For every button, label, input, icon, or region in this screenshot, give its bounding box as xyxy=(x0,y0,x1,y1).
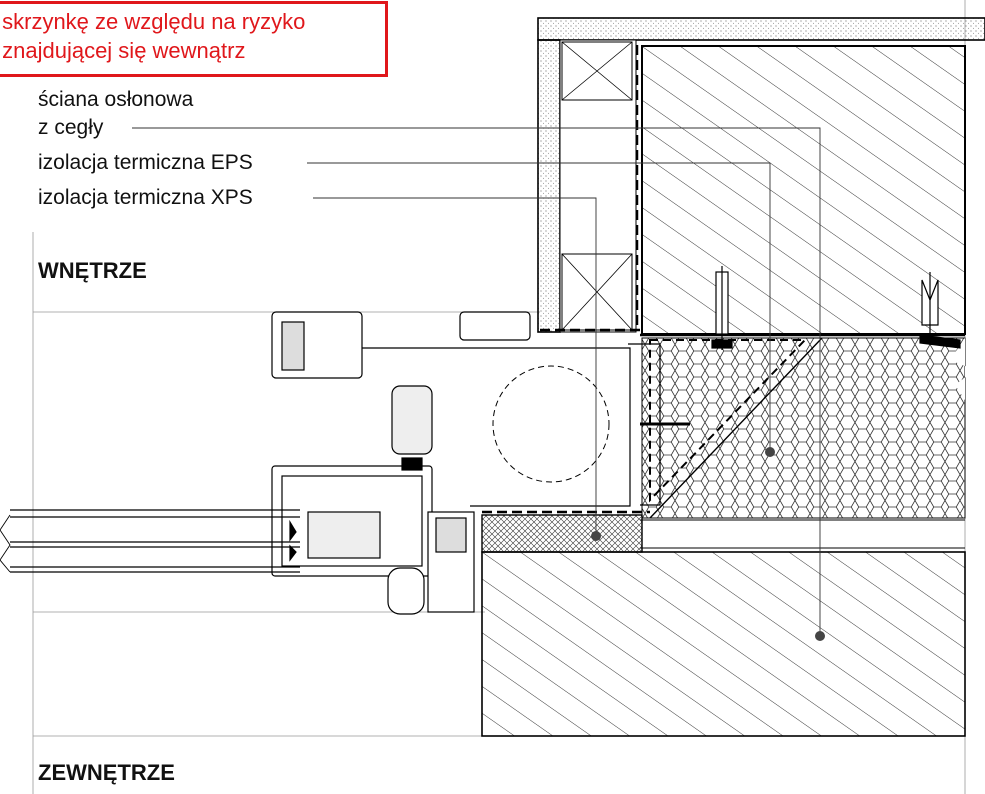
glazing xyxy=(0,509,300,573)
label-eps-insulation: izolacja termiczna EPS xyxy=(38,151,253,174)
zone-exterior: ZEWNĘTRZE xyxy=(38,760,175,785)
eps-insulation xyxy=(640,337,975,549)
zone-interior: WNĘTRZE xyxy=(38,258,147,283)
concrete-structure xyxy=(481,45,966,737)
window-frame xyxy=(271,311,531,615)
callout-line-2: y znajdującej się wewnątrz xyxy=(0,38,246,63)
brick-wall-top xyxy=(537,17,985,333)
label-brick-veneer-wall: ściana osłonowa xyxy=(38,88,194,111)
callout-line-1: z skrzynkę ze względu na ryzyko xyxy=(0,9,306,34)
leader-dots xyxy=(591,447,825,641)
warning-callout: z skrzynkę ze względu na ryzyko y znajdu… xyxy=(0,1,388,77)
label-xps-insulation: izolacja termiczna XPS xyxy=(38,186,253,209)
anchors xyxy=(640,266,965,350)
label-brick: z cegły xyxy=(38,116,104,139)
shutter-box xyxy=(352,343,690,507)
xps-insulation xyxy=(481,510,650,553)
leader-lines xyxy=(132,127,821,636)
